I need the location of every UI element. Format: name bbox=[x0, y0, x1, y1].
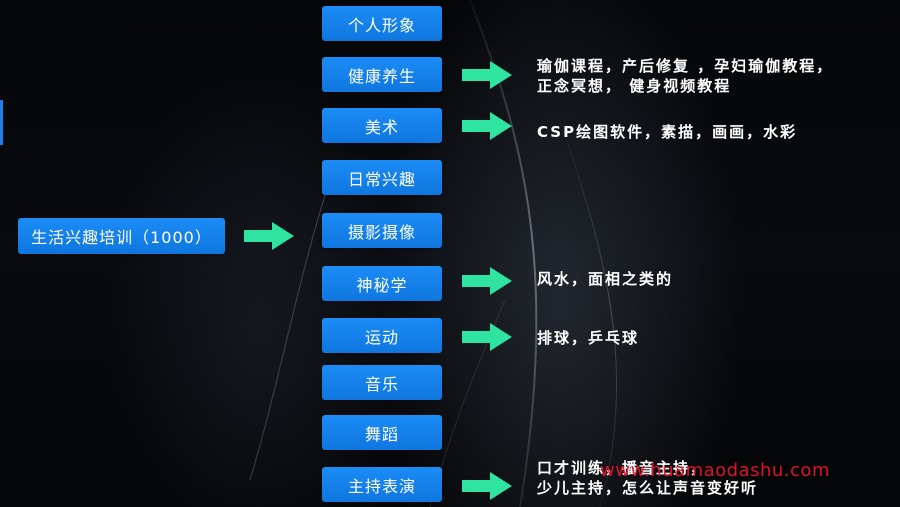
category-label: 神秘学 bbox=[356, 275, 408, 295]
category-label: 美术 bbox=[364, 117, 399, 137]
health-details-line1: 瑜伽课程，产后修复 ，孕妇瑜伽教程， bbox=[537, 57, 834, 75]
category-label: 健康养生 bbox=[347, 66, 416, 86]
category-sports: 运动 bbox=[322, 318, 442, 353]
arrow-right-icon bbox=[462, 472, 512, 500]
category-mysticism: 神秘学 bbox=[322, 266, 442, 301]
sports-details: 排球，乒乓球 bbox=[537, 329, 640, 347]
category-label: 主持表演 bbox=[347, 476, 416, 496]
category-art: 美术 bbox=[322, 108, 442, 143]
arrow-right-icon bbox=[462, 323, 512, 351]
art-details: CSP绘图软件，素描，画画，水彩 bbox=[537, 123, 798, 141]
health-details: 瑜伽课程，产后修复 ，孕妇瑜伽教程， 正念冥想， 健身视频教程 bbox=[537, 56, 833, 96]
root-node: 生活兴趣培训（1000） bbox=[18, 218, 225, 254]
category-health: 健康养生 bbox=[322, 57, 442, 92]
category-label: 摄影摄像 bbox=[347, 222, 416, 242]
hosting-details-line2: 少儿主持，怎么让声音变好听 bbox=[537, 479, 759, 497]
root-node-label: 生活兴趣培训（1000） bbox=[31, 228, 212, 247]
category-personal-image: 个人形象 bbox=[322, 6, 442, 41]
category-music: 音乐 bbox=[322, 365, 442, 400]
category-photography: 摄影摄像 bbox=[322, 213, 442, 248]
arrow-right-icon bbox=[462, 267, 512, 295]
arrow-right-icon bbox=[462, 61, 512, 89]
mysticism-details: 风水，面相之类的 bbox=[537, 270, 674, 288]
arrow-right-icon bbox=[462, 112, 512, 140]
category-label: 运动 bbox=[364, 327, 399, 347]
category-label: 日常兴趣 bbox=[347, 169, 416, 189]
category-daily-interest: 日常兴趣 bbox=[322, 160, 442, 195]
hosting-details-line1: 口才训练，播音主持， bbox=[537, 459, 708, 477]
health-details-line2: 正念冥想， 健身视频教程 bbox=[537, 77, 732, 95]
category-label: 个人形象 bbox=[347, 15, 416, 35]
left-accent-bar bbox=[0, 100, 3, 145]
category-hosting: 主持表演 bbox=[322, 467, 442, 502]
root-arrow-icon bbox=[244, 222, 294, 250]
category-label: 舞蹈 bbox=[364, 424, 399, 444]
category-label: 音乐 bbox=[364, 374, 399, 394]
category-dance: 舞蹈 bbox=[322, 415, 442, 450]
hosting-details: 口才训练，播音主持， 少儿主持，怎么让声音变好听 bbox=[537, 458, 758, 498]
watermark-url: www.huamaodashu.com bbox=[600, 460, 830, 481]
